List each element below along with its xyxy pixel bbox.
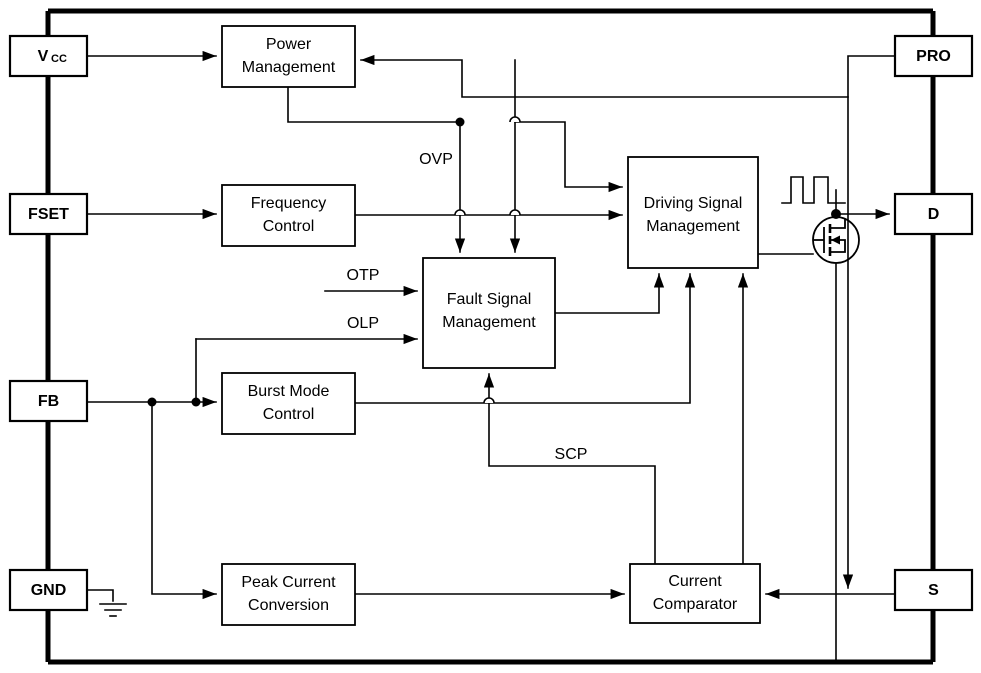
ic-boundary-rails	[45, 8, 936, 665]
block-fault-signal-management[interactable]: Fault Signal Management	[422, 257, 556, 369]
block-current-comparator-line1: Current	[668, 573, 722, 590]
block-burst-mode-control-line2: Control	[263, 406, 315, 423]
block-driving-signal-management-line1: Driving Signal	[644, 195, 743, 212]
junction-dot-ovp	[455, 117, 465, 127]
pin-s-label: S	[928, 582, 939, 599]
pin-fb-label: FB	[38, 393, 59, 410]
junction-dot-fb-b	[191, 397, 201, 407]
pin-fset[interactable]: FSET	[8, 192, 89, 236]
signal-label-olp: OLP	[347, 315, 379, 332]
block-power-management-line2: Management	[242, 59, 336, 76]
block-current-comparator[interactable]: Current Comparator	[629, 563, 761, 624]
wire-fault-to-driving-signal	[554, 273, 665, 314]
function-blocks: Power Management Frequency Control Fault…	[221, 25, 761, 626]
signal-label-otp: OTP	[347, 267, 380, 284]
signal-labels: OVP OTP OLP SCP	[347, 151, 588, 463]
block-burst-mode-control[interactable]: Burst Mode Control	[221, 372, 356, 435]
pin-vcc[interactable]: V CC	[8, 34, 89, 78]
pin-fset-label: FSET	[28, 206, 69, 223]
pin-vcc-subscript: CC	[51, 53, 67, 65]
block-frequency-control[interactable]: Frequency Control	[221, 184, 356, 247]
pulse-waveform-icon	[781, 176, 846, 204]
block-fault-signal-management-line2: Management	[442, 314, 536, 331]
block-driving-signal-management-line2: Management	[646, 218, 740, 235]
pin-gnd-label: GND	[31, 582, 67, 599]
pin-pro-label: PRO	[916, 48, 951, 65]
wire-gnd-to-earth	[86, 589, 114, 602]
block-frequency-control-line2: Control	[263, 218, 315, 235]
pin-fb[interactable]: FB	[8, 379, 89, 423]
pin-vcc-label: V	[38, 48, 49, 65]
wire-burst-mode-to-driving-signal	[354, 273, 696, 404]
pin-gnd[interactable]: GND	[8, 568, 89, 612]
wire-fb-to-peak-current	[151, 401, 217, 600]
block-burst-mode-control-line1: Burst Mode	[248, 383, 330, 400]
wire-crossing-hops	[454, 116, 521, 404]
block-frequency-control-line1: Frequency	[251, 195, 327, 212]
mosfet-icon	[812, 216, 860, 264]
hop-icon-1	[509, 116, 521, 123]
block-driving-signal-management[interactable]: Driving Signal Management	[627, 156, 759, 269]
pin-pro[interactable]: PRO	[893, 34, 974, 78]
block-peak-current-conversion-line1: Peak Current	[241, 574, 336, 591]
signal-label-scp: SCP	[555, 446, 588, 463]
junction-dot-fb-a	[147, 397, 157, 407]
signal-label-ovp: OVP	[419, 151, 453, 168]
hop-icon-3	[509, 209, 521, 216]
hop-icon-4	[483, 397, 495, 404]
mosfet-body-arrow	[831, 235, 840, 245]
block-current-comparator-line2: Comparator	[653, 596, 738, 613]
pin-d-label: D	[928, 206, 940, 223]
wire-to-driving-signal-upper	[514, 121, 623, 193]
earth-ground-icon	[99, 603, 127, 617]
pin-boxes: V CC FSET FB GND PRO D	[8, 34, 974, 612]
wire-power-management-bottom	[287, 86, 461, 123]
block-power-management-line1: Power	[266, 36, 312, 53]
pin-s[interactable]: S	[893, 568, 974, 612]
block-peak-current-conversion-line2: Conversion	[248, 597, 329, 614]
hop-icon-2	[454, 209, 466, 216]
block-power-management[interactable]: Power Management	[221, 25, 356, 88]
block-peak-current-conversion[interactable]: Peak Current Conversion	[221, 563, 356, 626]
wire-pro-to-power-management	[360, 54, 896, 98]
signal-wires	[86, 50, 896, 663]
block-fault-signal-management-line1: Fault Signal	[447, 291, 532, 308]
pin-d[interactable]: D	[893, 192, 974, 236]
wire-scp-to-fault	[483, 373, 656, 565]
